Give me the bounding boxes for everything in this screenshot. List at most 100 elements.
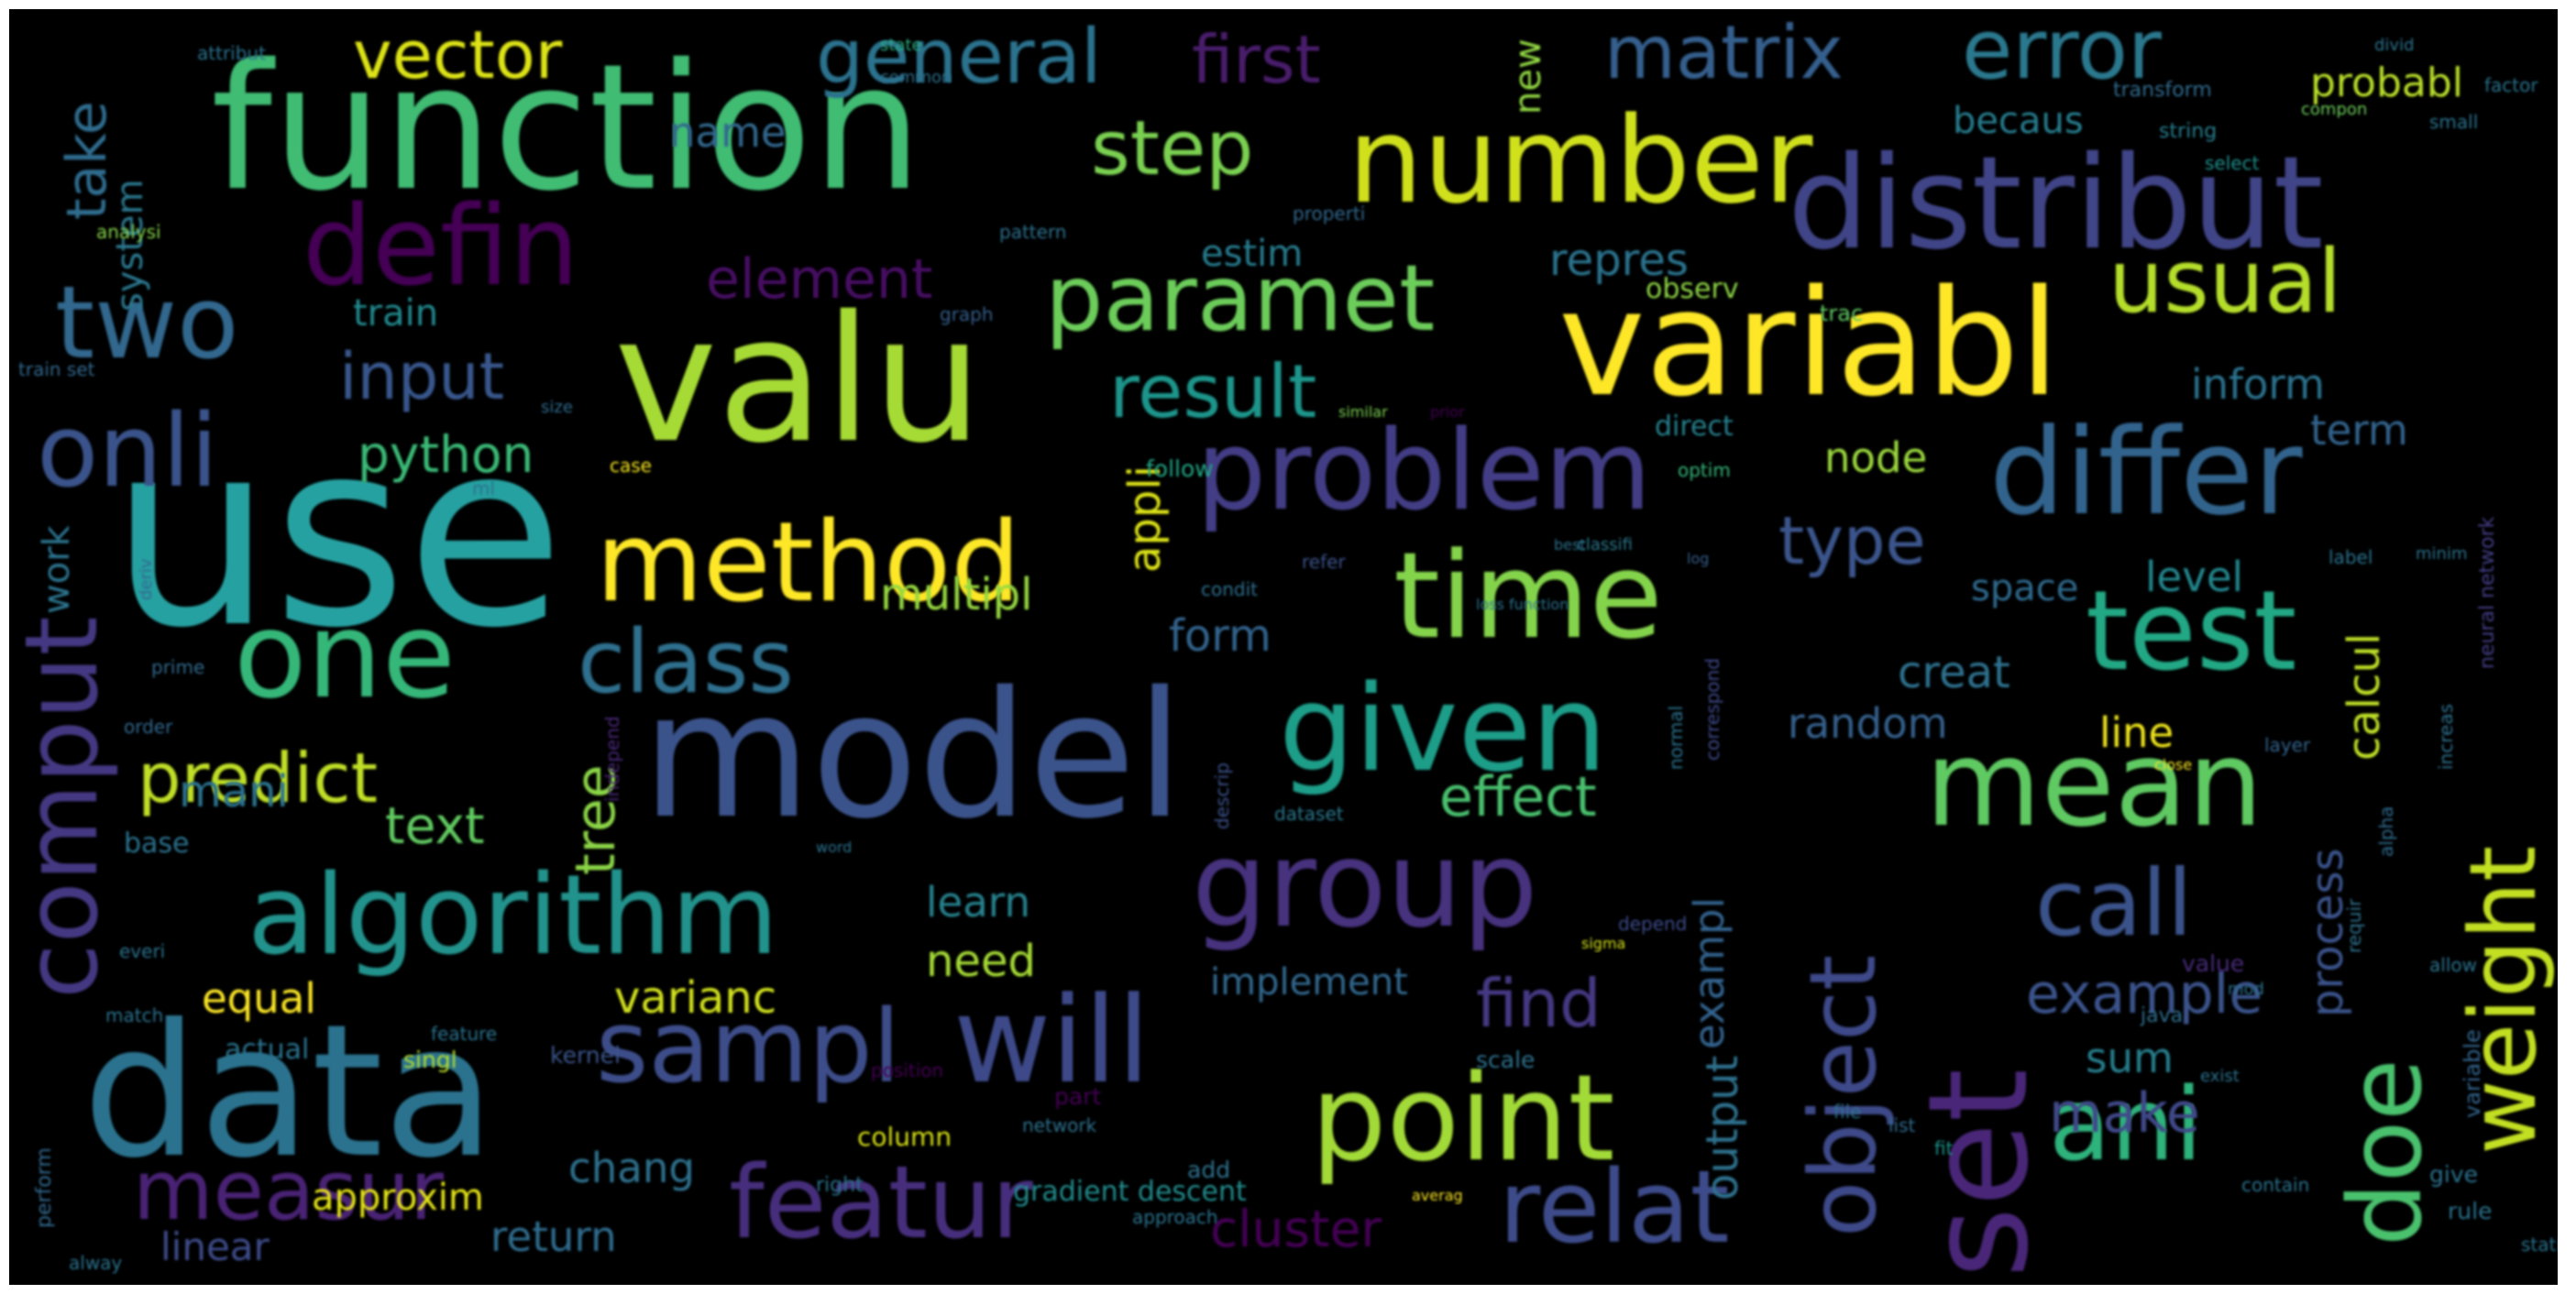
cloud-word: linear <box>160 1224 270 1269</box>
cloud-word: allow <box>2429 954 2477 976</box>
cloud-word: classifi <box>1577 535 1633 554</box>
cloud-word: call <box>2035 850 2193 957</box>
cloud-word: valu <box>614 279 983 481</box>
cloud-word: ml <box>472 477 495 499</box>
cloud-word: common <box>880 68 952 87</box>
cloud-word: train <box>353 292 438 334</box>
cloud-word: problem <box>1196 408 1652 535</box>
cloud-word: descrip <box>1211 762 1233 829</box>
cloud-word: one <box>234 586 456 725</box>
cloud-word: contain <box>2241 1174 2309 1196</box>
cloud-word: scale <box>1476 1047 1535 1073</box>
cloud-word: term <box>2310 406 2408 455</box>
cloud-word: minim <box>2416 544 2467 564</box>
cloud-word: mean <box>1925 714 2263 853</box>
cloud-word: small <box>2429 111 2478 133</box>
cloud-word: perform <box>33 1147 56 1228</box>
cloud-word: function <box>211 27 922 229</box>
cloud-word: input <box>339 339 504 414</box>
cloud-word: node <box>1824 433 1927 482</box>
cloud-word: calcul <box>2339 633 2390 761</box>
cloud-word: right <box>816 1174 864 1197</box>
cloud-word: dataset <box>1274 803 1344 825</box>
cloud-word: prior <box>1430 403 1465 421</box>
cloud-word: mani <box>179 766 289 817</box>
cloud-word: form <box>1169 610 1271 662</box>
cloud-word: text <box>385 796 485 855</box>
cloud-word: sampl <box>596 988 900 1105</box>
cloud-word: correspond <box>1701 658 1723 761</box>
cloud-word: condit <box>1201 578 1258 600</box>
cloud-word: attribut <box>197 42 266 64</box>
cloud-word: trac <box>1820 301 1863 326</box>
cloud-word: test <box>2086 568 2296 696</box>
cloud-word: approxim <box>312 1177 484 1219</box>
cloud-word: work <box>36 524 78 614</box>
cloud-word: first <box>1192 21 1321 98</box>
cloud-word: exist <box>2200 1067 2240 1086</box>
cloud-word: refer <box>1302 551 1346 573</box>
cloud-word: statist <box>2521 1234 2558 1256</box>
cloud-word: best <box>1554 536 1586 554</box>
cloud-word: space <box>1971 567 2078 609</box>
cloud-word: normal <box>1665 706 1687 770</box>
cloud-word: vector <box>353 16 563 93</box>
cloud-word: ani <box>2049 1066 2203 1183</box>
cloud-word: file <box>1833 1101 1861 1123</box>
cloud-word: neural network <box>2476 516 2499 669</box>
cloud-word: fit <box>1934 1137 1954 1159</box>
cloud-word: weight <box>2449 846 2557 1155</box>
cloud-word: state <box>880 36 922 55</box>
cloud-word: independ <box>601 716 623 802</box>
cloud-word: implement <box>1210 961 1408 1003</box>
cloud-word: feature <box>431 1023 497 1045</box>
cloud-word: repres <box>1549 235 1689 286</box>
cloud-word: probabl <box>2310 60 2463 106</box>
cloud-word: model <box>642 654 1184 857</box>
cloud-word: analysi <box>96 221 161 243</box>
cloud-word: point <box>1311 1048 1615 1188</box>
cloud-word: increas <box>2435 704 2457 770</box>
cloud-word: step <box>1091 105 1253 192</box>
cloud-word: use <box>110 386 565 685</box>
cloud-word: find <box>1476 965 1602 1042</box>
cloud-word: usual <box>2108 232 2342 333</box>
cloud-word: part <box>1054 1083 1101 1110</box>
cloud-word: singl <box>403 1047 457 1073</box>
cloud-word: random <box>1788 699 1948 748</box>
cloud-word: equal <box>202 974 316 1023</box>
cloud-word: actual <box>225 1034 309 1066</box>
cloud-word: doe <box>2327 1058 2444 1246</box>
cloud-word: varianc <box>614 972 776 1024</box>
cloud-word: set <box>1899 1069 2059 1278</box>
cloud-word: group <box>1192 815 1538 954</box>
cloud-word: will <box>953 970 1150 1110</box>
cloud-word: make <box>2049 1081 2200 1146</box>
cloud-word: sum <box>2086 1034 2174 1082</box>
cloud-word: java <box>2140 1004 2183 1027</box>
cloud-word: size <box>541 398 573 417</box>
cloud-word: example <box>2026 962 2262 1026</box>
cloud-word: multipl <box>880 569 1032 620</box>
cloud-word: case <box>610 455 652 477</box>
cloud-word: class <box>578 612 794 713</box>
cloud-word: result <box>1109 349 1316 434</box>
cloud-word: divid <box>2374 36 2415 55</box>
cloud-word: need <box>926 936 1036 987</box>
cloud-word: column <box>857 1122 952 1152</box>
cloud-word: defin <box>303 183 579 311</box>
cloud-word: python <box>358 425 534 484</box>
cloud-word: line <box>2099 708 2174 757</box>
cloud-word: select <box>2205 152 2260 174</box>
cloud-word: process <box>2302 849 2353 1017</box>
cloud-word: depend <box>1618 913 1687 935</box>
cloud-word: general <box>816 14 1102 101</box>
cloud-word: label <box>2328 546 2372 568</box>
cloud-word: everi <box>119 940 165 962</box>
cloud-word: measur <box>133 1143 444 1239</box>
cloud-word: take <box>55 101 119 220</box>
cloud-word: position <box>871 1059 943 1081</box>
cloud-word: creat <box>1898 647 2010 698</box>
